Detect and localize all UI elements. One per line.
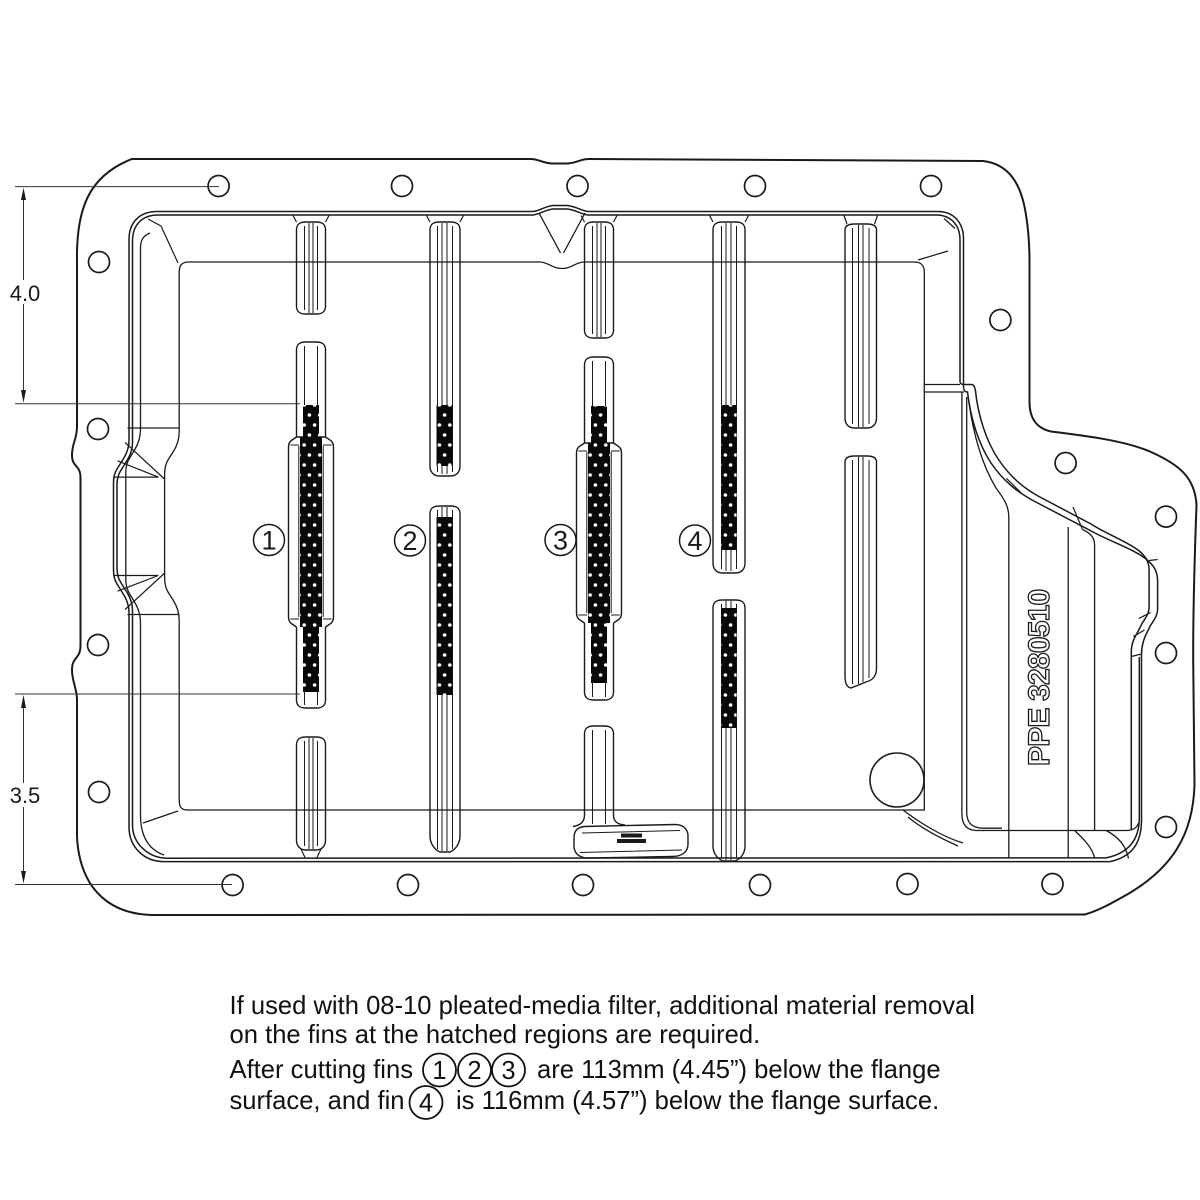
- svg-text:If used with 08-10 pleated-med: If used with 08-10 pleated-media filter,…: [230, 992, 975, 1020]
- svg-text:4: 4: [419, 1090, 433, 1118]
- svg-text:are 113mm (4.45”) below the fl: are 113mm (4.45”) below the flange: [537, 1056, 941, 1084]
- svg-text:1: 1: [261, 526, 276, 556]
- svg-text:PPE 3280510: PPE 3280510: [1023, 590, 1056, 766]
- svg-text:4: 4: [687, 526, 702, 556]
- svg-text:3.5: 3.5: [10, 783, 41, 808]
- svg-text:is 116mm (4.57”) below the fla: is 116mm (4.57”) below the flange surfac…: [456, 1087, 939, 1115]
- svg-text:2: 2: [402, 526, 417, 556]
- svg-text:3: 3: [553, 526, 568, 556]
- svg-text:2: 2: [467, 1057, 481, 1085]
- svg-text:3: 3: [501, 1057, 515, 1085]
- svg-text:surface, and fin: surface, and fin: [230, 1087, 405, 1115]
- svg-text:After cutting fins: After cutting fins: [230, 1056, 414, 1084]
- svg-text:1: 1: [432, 1057, 446, 1085]
- svg-text:on the fins at the hatched reg: on the fins at the hatched regions are r…: [230, 1021, 761, 1049]
- svg-text:4.0: 4.0: [10, 281, 41, 306]
